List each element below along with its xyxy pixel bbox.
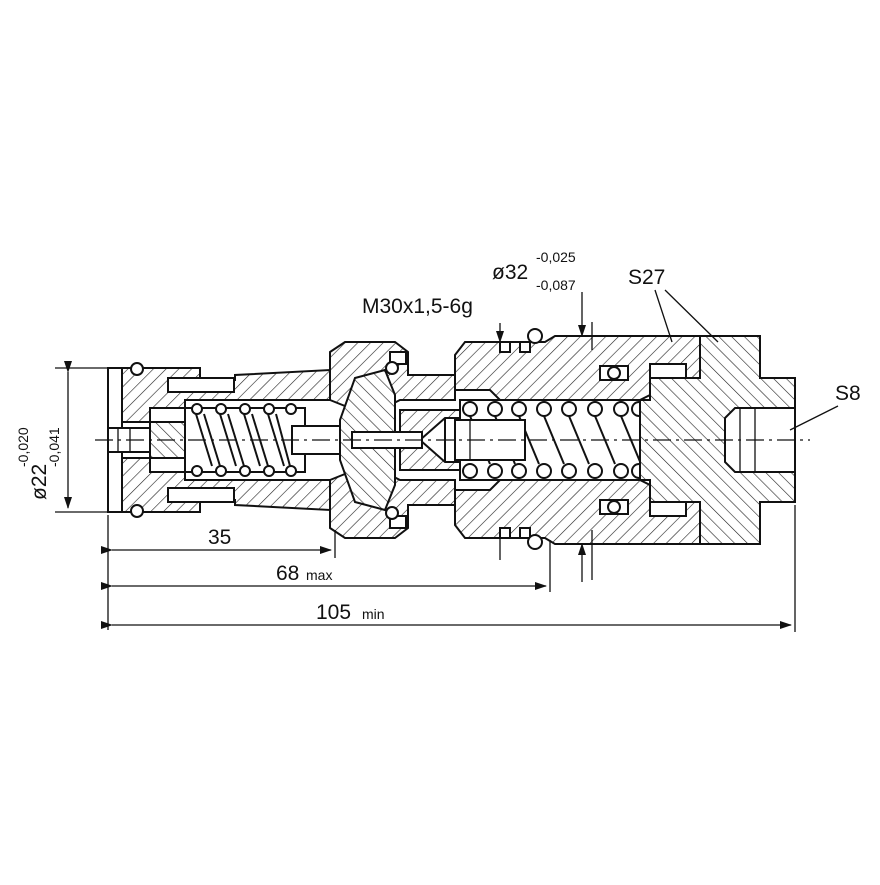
dim-wrench-8: S8	[789, 382, 861, 431]
thread-label: M30x1,5-6g	[362, 295, 473, 318]
len-68-value: 68	[276, 562, 299, 585]
len-105-suffix: min	[362, 606, 385, 622]
dim-length-105: 105 min	[101, 505, 796, 632]
dim-length-35: 35	[101, 515, 336, 630]
dim-diameter-32: ø32 -0,025 -0,087	[492, 249, 593, 582]
wrench-8-label: S8	[835, 382, 861, 405]
dim-32-lower-tol: -0,087	[536, 277, 576, 293]
dim-diameter-22: ø22 -0,020 -0,041	[15, 361, 110, 513]
dim-22-upper-tol: -0,020	[15, 427, 31, 467]
dim-22-prefix: ø22	[28, 464, 51, 500]
wrench-27-label: S27	[628, 266, 665, 289]
left-sleeve	[107, 362, 331, 518]
dim-thread: M30x1,5-6g	[362, 295, 504, 560]
len-105-value: 105	[316, 601, 351, 624]
dim-32-upper-tol: -0,025	[536, 249, 576, 265]
len-35-label: 35	[208, 526, 231, 549]
dim-22-lower-tol: -0,041	[46, 427, 62, 467]
dim-wrench-27: S27	[628, 266, 719, 343]
dim-32-prefix: ø32	[492, 261, 528, 284]
dim-length-68: 68 max	[101, 540, 551, 592]
len-68-suffix: max	[306, 567, 332, 583]
